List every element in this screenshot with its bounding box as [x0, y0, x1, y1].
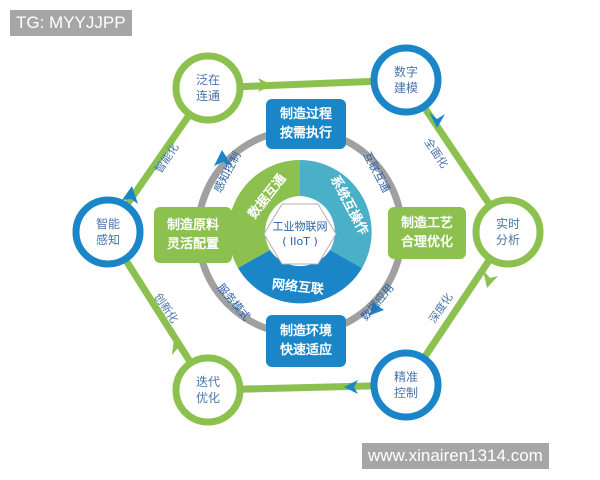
- arrow-up-icon: [172, 338, 186, 355]
- node-label-line1: 智能: [95, 217, 120, 231]
- box-line2: 灵活配置: [166, 237, 219, 252]
- box-line1: 制造环境: [279, 324, 332, 339]
- ring-arrow-down-icon: [368, 302, 384, 316]
- arrow-down-icon: [429, 112, 445, 128]
- node-label-line1: 数字: [393, 65, 418, 79]
- core-subtitle: ( IIoT ): [282, 235, 318, 248]
- segment-system: [300, 160, 372, 268]
- node-label-line1: 泛在: [195, 73, 220, 87]
- core-hexagon: [263, 203, 337, 265]
- arrow-down-icon: [483, 270, 498, 288]
- box-process-optimization: 制造工艺 合理优化: [388, 207, 466, 259]
- outer-arrows: [122, 78, 498, 394]
- node-smart-sensing: 智能 感知: [78, 216, 138, 248]
- node-label-line1: 迭代: [195, 375, 220, 389]
- node-label-line2: 建模: [393, 81, 418, 95]
- node-pervasive-connectivity: 泛在 连通: [178, 72, 238, 104]
- watermark-top-left: TG: MYYJJPP: [10, 10, 132, 36]
- node-digital-modeling: 数字 建模: [376, 64, 436, 96]
- node-label-line2: 分析: [495, 233, 520, 247]
- box-material-configuration: 制造原料 灵活配置: [154, 207, 232, 263]
- watermark-bottom-right: www.xinairen1314.com: [362, 443, 549, 469]
- arrow-up-icon: [122, 186, 138, 204]
- core-label-iiot: 工业物联网 ( IIoT ): [260, 219, 340, 249]
- box-line1: 制造过程: [279, 107, 332, 122]
- node-label-line2: 控制: [393, 386, 418, 400]
- node-iterative-optimization: 迭代 优化: [178, 374, 238, 406]
- node-label-line2: 感知: [95, 233, 120, 247]
- box-line1: 制造原料: [166, 218, 219, 233]
- node-label-line2: 优化: [195, 391, 220, 405]
- node-label-line2: 连通: [195, 89, 220, 103]
- box-line1: 制造工艺: [400, 216, 453, 231]
- core-title: 工业物联网: [272, 220, 328, 233]
- box-line2: 快速适应: [279, 343, 332, 358]
- outer-node-circles: [72, 44, 544, 426]
- segment-network: [238, 250, 362, 304]
- node-realtime-analysis: 实时 分析: [478, 216, 538, 248]
- node-label-line1: 精准: [393, 370, 418, 384]
- ring-arrow-up-icon: [214, 150, 232, 166]
- box-line2: 按需执行: [279, 126, 332, 141]
- box-line2: 合理优化: [400, 235, 453, 250]
- node-label-line1: 实时: [495, 217, 520, 231]
- core-ring: [228, 160, 372, 304]
- segment-data: [228, 160, 300, 268]
- arrow-right-icon: [258, 78, 272, 92]
- box-process-execution: 制造过程 按需执行: [266, 99, 346, 149]
- box-environment-adaptation: 制造环境 快速适应: [266, 315, 346, 367]
- arrow-left-icon: [344, 380, 358, 394]
- node-precise-control: 精准 控制: [376, 369, 436, 401]
